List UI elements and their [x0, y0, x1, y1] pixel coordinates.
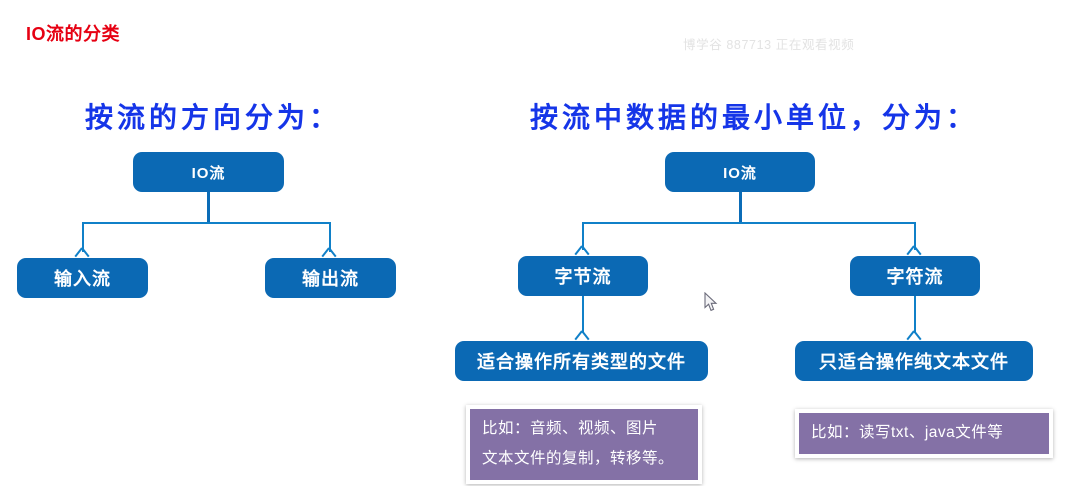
section-heading-by-unit: 按流中数据的最小单位，分为：	[530, 101, 979, 134]
connector-drop-char-desc	[914, 296, 916, 333]
connector-stem-right	[739, 192, 742, 224]
node-char-stream[interactable]: 字符流	[850, 256, 980, 296]
note-char-stream-examples: 比如：读写txt、java文件等	[795, 409, 1053, 458]
arrowhead-char-desc-icon	[908, 331, 921, 340]
node-input-stream[interactable]: 输入流	[17, 258, 148, 298]
mouse-pointer-icon	[704, 292, 718, 312]
connector-bus-right	[582, 222, 916, 224]
connector-drop-output	[329, 222, 331, 252]
page-title: IO流的分类	[26, 24, 121, 44]
connector-drop-byte-desc	[582, 296, 584, 333]
note-line: 比如：读写txt、java文件等	[811, 424, 1004, 441]
watermark-text: 博学谷 887713 正在观看视频	[683, 38, 855, 52]
node-output-stream[interactable]: 输出流	[265, 258, 396, 298]
node-io-stream-right[interactable]: IO流	[665, 152, 815, 192]
section-heading-by-direction: 按流的方向分为：	[85, 101, 342, 134]
connector-drop-char	[914, 222, 916, 250]
node-io-stream-left[interactable]: IO流	[133, 152, 284, 192]
node-char-stream-description[interactable]: 只适合操作纯文本文件	[795, 341, 1033, 381]
connector-drop-byte	[582, 222, 584, 250]
connector-bus-left	[82, 222, 331, 224]
connector-stem-left	[207, 192, 210, 224]
node-byte-stream-description[interactable]: 适合操作所有类型的文件	[455, 341, 708, 381]
arrowhead-input-icon	[76, 248, 89, 257]
node-byte-stream[interactable]: 字节流	[518, 256, 648, 296]
arrowhead-byte-desc-icon	[576, 331, 589, 340]
note-line: 比如：音频、视频、图片	[482, 420, 659, 437]
note-line: 文本文件的复制，转移等。	[482, 450, 675, 467]
arrowhead-char-icon	[908, 246, 921, 255]
arrowhead-byte-icon	[576, 246, 589, 255]
arrowhead-output-icon	[323, 248, 336, 257]
connector-drop-input	[82, 222, 84, 252]
note-byte-stream-examples: 比如：音频、视频、图片 文本文件的复制，转移等。	[466, 405, 702, 484]
